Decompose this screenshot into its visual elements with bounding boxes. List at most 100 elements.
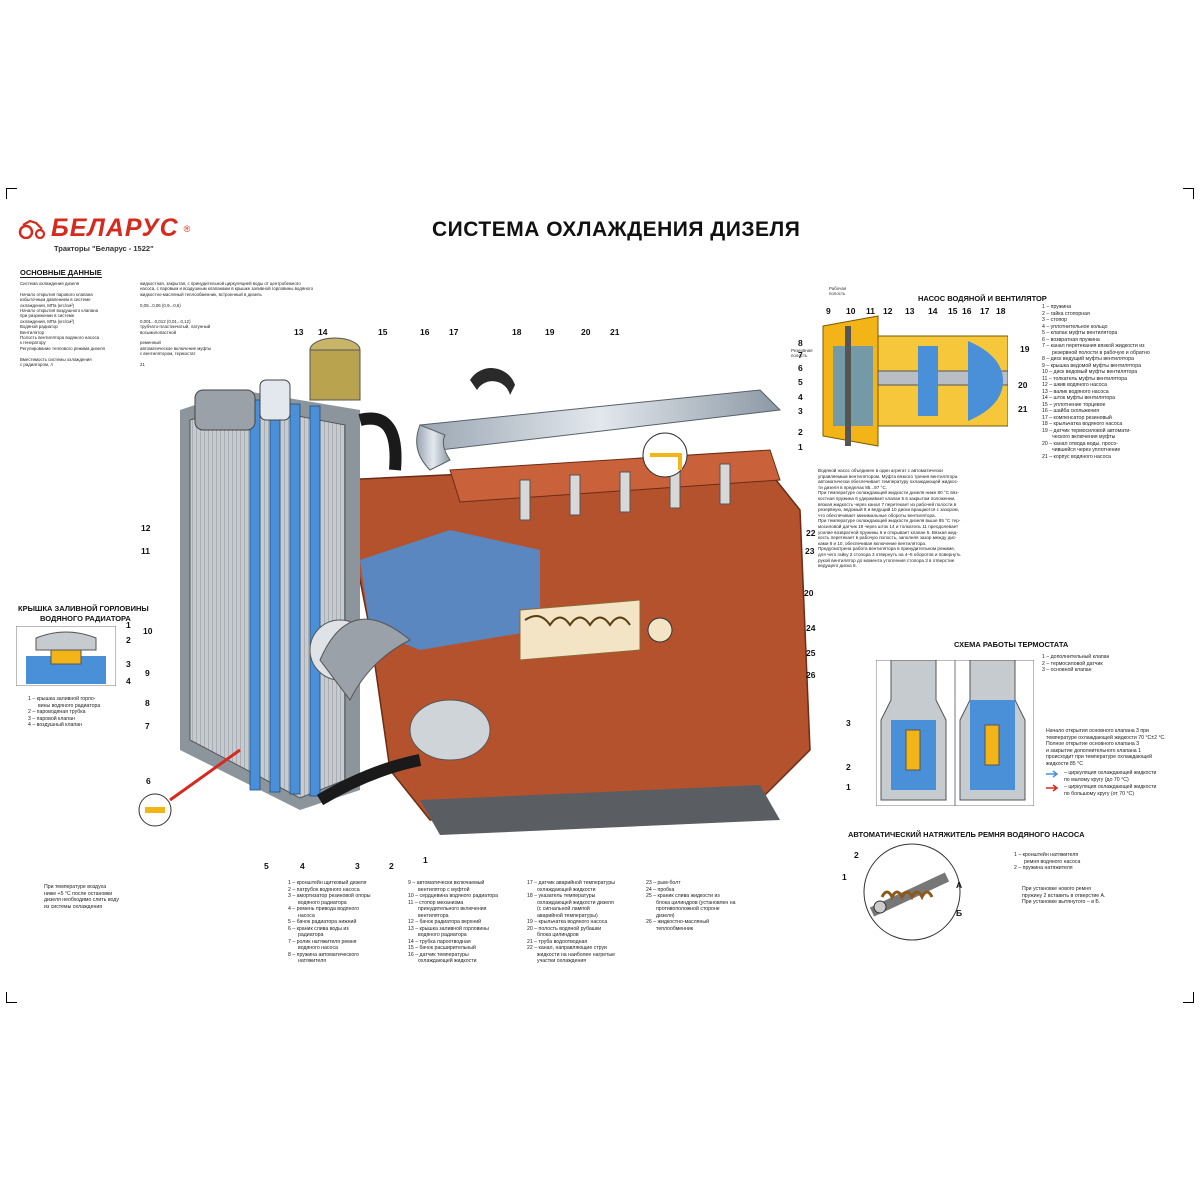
pump-legend-line: ческого включения муфты [1052, 434, 1116, 440]
crop-mark [1183, 188, 1194, 199]
pump-text-line: Водяной насос объединен в один агрегат с… [818, 468, 943, 473]
engine-callout-number: 15 [378, 327, 388, 337]
pump-legend-line: 1 – пружина [1042, 304, 1072, 310]
spec-row: насоса, с паровым и воздушным клапанами … [20, 286, 340, 291]
pump-legend-line: 7 – канал перетекания вязкой жидкости из [1042, 343, 1145, 349]
legend-line: охлаждающей жидкости [537, 886, 596, 893]
pump-description: Водяной насос объединен в один агрегат с… [818, 468, 1048, 569]
thermostat-text-line: Полное открытие основного клапана 3 [1046, 741, 1140, 747]
pump-legend-line: 9 – крышка ведомой муфты вентилятора [1042, 362, 1141, 369]
note-line: дизеля необходимо слить воду [44, 897, 119, 903]
engine-callout-number: 6 [146, 776, 151, 786]
brand-reg-mark: ® [183, 223, 191, 234]
legend-line: блока цилиндров (установлен на [656, 899, 736, 906]
engine-callout-number: 4 [300, 861, 305, 871]
pump-callout-number: 15 [948, 306, 958, 316]
pump-callout-number: 16 [962, 306, 972, 316]
spec-value: восьмилопастной [140, 329, 177, 335]
spec-row: с вентилятором, термостат [20, 351, 340, 356]
pump-legend-line: 18 – крыльчатка водяного насоса [1042, 421, 1123, 427]
legend-line: 5 – бачок радиатора нижний [288, 919, 357, 925]
pump-callout-number: 10 [846, 306, 856, 316]
pump-callout-number: 12 [883, 306, 893, 316]
pump-text-line: вязкая жидкость через канал 7 перетекает… [818, 501, 957, 507]
crop-mark [1183, 992, 1194, 1003]
spec-key: Полость вентилятора водяного насоса [20, 335, 100, 341]
legend-line: 11 – стопор механизма [408, 899, 464, 906]
legend-line: 6 – краник слива воды из [288, 925, 349, 932]
engine-callout-number: 10 [143, 626, 153, 636]
engine-callout-number: 21 [610, 327, 620, 337]
pump-legend-line: 13 – валик водяного насоса [1042, 388, 1109, 395]
pump-legend-line: 8 – диск ведущий муфты вентилятора [1042, 356, 1134, 362]
legend-line: натяжителя [298, 958, 327, 964]
legend-line: радиатора [298, 932, 324, 938]
pump-legend-line: 12 – шкив водяного насоса [1042, 382, 1107, 388]
tractor-logo-icon [18, 219, 46, 239]
pump-text-line: ти дизеля в пределах 85...97 °С. [818, 484, 887, 490]
tensioner-note-line: При установке нового ремня [1022, 886, 1091, 892]
spec-key: при разрежении в системе [20, 313, 75, 319]
small-circuit-arrow-icon [1046, 770, 1059, 778]
thermostat-legend-line: 3 – основной клапан [1042, 667, 1092, 673]
legend-line: 19 – крыльчатка водяного насоса [527, 919, 608, 925]
spec-row: Начало открытия воздушного клапана [20, 308, 340, 313]
flow2-line: по большому кругу (от 70 °С) [1064, 790, 1135, 797]
note-line: из системы охлаждения [44, 903, 103, 910]
pump-callout-number: 21 [1018, 404, 1028, 414]
legend-line: 17 – датчик аварийной температуры [527, 880, 615, 886]
tensioner-legend-line: 2 – пружина натяжителя [1014, 865, 1073, 871]
legend-line: 21 – труба водоотводная [527, 938, 588, 945]
cap-callout-number: 1 [126, 620, 131, 630]
legend-line: 14 – трубка пароотводная [408, 938, 471, 945]
cap-legend-line: вины водяного радиатора [38, 702, 101, 709]
large-circuit-arrow-icon [1046, 784, 1059, 792]
legend-line: 23 – рым-болт [646, 880, 681, 886]
legend-line: водяного радиатора [418, 932, 467, 938]
legend-line: 8 – пружина автоматического [288, 951, 359, 958]
pump-callout-number: 20 [1018, 380, 1028, 390]
spec-value: 0,001...0,012 (0,01...0,12) [140, 318, 191, 324]
pump-legend-line: 16 – шайба скольжения [1042, 408, 1100, 414]
spec-row: избыточным давлением в системе [20, 297, 340, 302]
engine-callout-number: 5 [264, 861, 269, 871]
engine-callout-number: 17 [449, 327, 459, 337]
spec-row: при разрежении в системе [20, 313, 340, 318]
engine-callout-number: 23 [805, 546, 815, 556]
flow1-line: – циркуляция охлаждающей жидкости [1064, 770, 1157, 776]
pump-text-line: рукой вентилятор до момента утопления ст… [818, 557, 955, 563]
legend-line: 3 – амортизатор резиновой опоры [288, 893, 371, 899]
crop-mark [6, 992, 17, 1003]
spec-row: Полость вентилятора водяного насоса [20, 335, 340, 340]
spec-key: Водяной радиатор [20, 324, 58, 330]
legend-line: принудительного включения [418, 906, 487, 912]
engine-callout-number: 20 [804, 588, 814, 598]
engine-callout-number: 26 [806, 670, 816, 680]
legend-line: водяного насоса [298, 945, 338, 951]
specs-title: ОСНОВНЫЕ ДАННЫЕ [20, 268, 102, 278]
legend-line: 1 – кронштейн щитковый дизеля [288, 880, 367, 886]
spec-value: 21 [140, 362, 145, 368]
pump-callout-number: 11 [866, 306, 875, 316]
pump-callout-number: 1 [798, 442, 803, 452]
legend-line: охлаждающей жидкости дизеля [537, 899, 614, 906]
thermostat-text-line: Начало открытия основного клапана 3 при [1046, 728, 1149, 734]
engine-callout-number: 24 [806, 623, 816, 633]
pump-callout-number: 4 [798, 392, 803, 402]
legend-line: водяного радиатора [298, 899, 347, 906]
engine-callout-number: 9 [145, 668, 150, 678]
legend-line: 18 – указатель температуры [527, 893, 596, 899]
pump-callout-number: 7 [798, 350, 803, 360]
tensioner-hole-letter: Б [956, 908, 963, 918]
legend-line: 22 – канал, направляющие струи [527, 945, 607, 951]
tensioner-note-line: При установке вытянутого – в Б. [1022, 899, 1101, 905]
pump-text-line: При температуре охлаждающей жидкости диз… [818, 518, 961, 524]
spec-value: насоса, с паровым и воздушным клапанами … [140, 286, 314, 292]
